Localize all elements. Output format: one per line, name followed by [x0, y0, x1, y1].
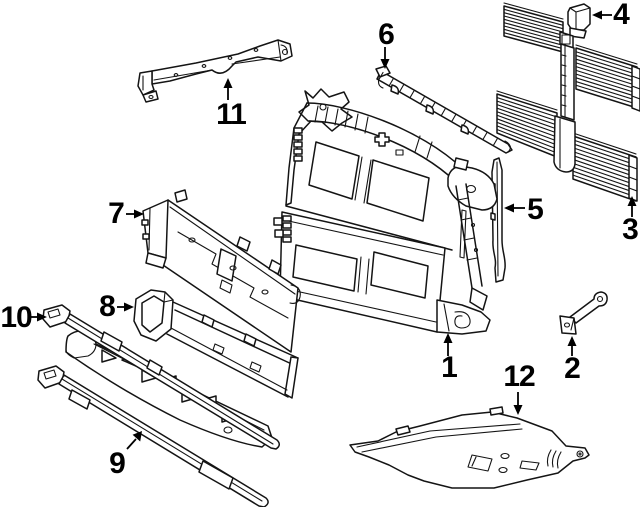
callout-2-label: 2 — [564, 352, 581, 385]
callout-9-arrow — [126, 431, 142, 450]
callout-10-arrow — [29, 312, 47, 322]
callout-7-arrow — [126, 209, 144, 219]
callout-7-label: 7 — [108, 197, 125, 230]
part-5-drawing — [490, 157, 506, 283]
callout-6-arrow — [380, 47, 390, 69]
part-2-drawing — [559, 291, 608, 335]
callout-1-label: 1 — [441, 351, 458, 384]
callout-arrows — [29, 10, 637, 450]
part-12-drawing — [349, 406, 590, 489]
part-7-drawing — [141, 189, 301, 353]
callout-4-label: 4 — [613, 0, 630, 31]
callout-11-label: 11 — [216, 98, 247, 131]
callout-4-arrow — [592, 10, 612, 20]
part-9-drawing — [37, 365, 269, 507]
part-4-drawing — [567, 3, 591, 39]
part-10-drawing — [42, 304, 280, 450]
callout-8-arrow — [117, 302, 134, 312]
callout-3-label: 3 — [622, 213, 639, 246]
callout-1-arrow — [443, 333, 453, 356]
callout-2-arrow — [567, 336, 577, 356]
callout-9-label: 9 — [109, 447, 126, 480]
callout-12-label: 12 — [503, 360, 535, 393]
callout-8-label: 8 — [99, 290, 116, 323]
callout-12-arrow — [513, 392, 523, 415]
part-11-drawing — [137, 39, 293, 103]
callout-5-arrow — [504, 203, 525, 213]
callout-5-label: 5 — [527, 193, 544, 226]
callout-3-arrow — [627, 196, 637, 217]
part-1-drawing — [273, 88, 498, 335]
callout-10-label: 10 — [0, 301, 32, 334]
callout-6-label: 6 — [378, 18, 395, 51]
part-6-drawing — [375, 65, 513, 154]
part-3-drawing — [496, 2, 640, 202]
callout-11-arrow — [223, 78, 233, 100]
part-8-drawing — [133, 289, 299, 399]
